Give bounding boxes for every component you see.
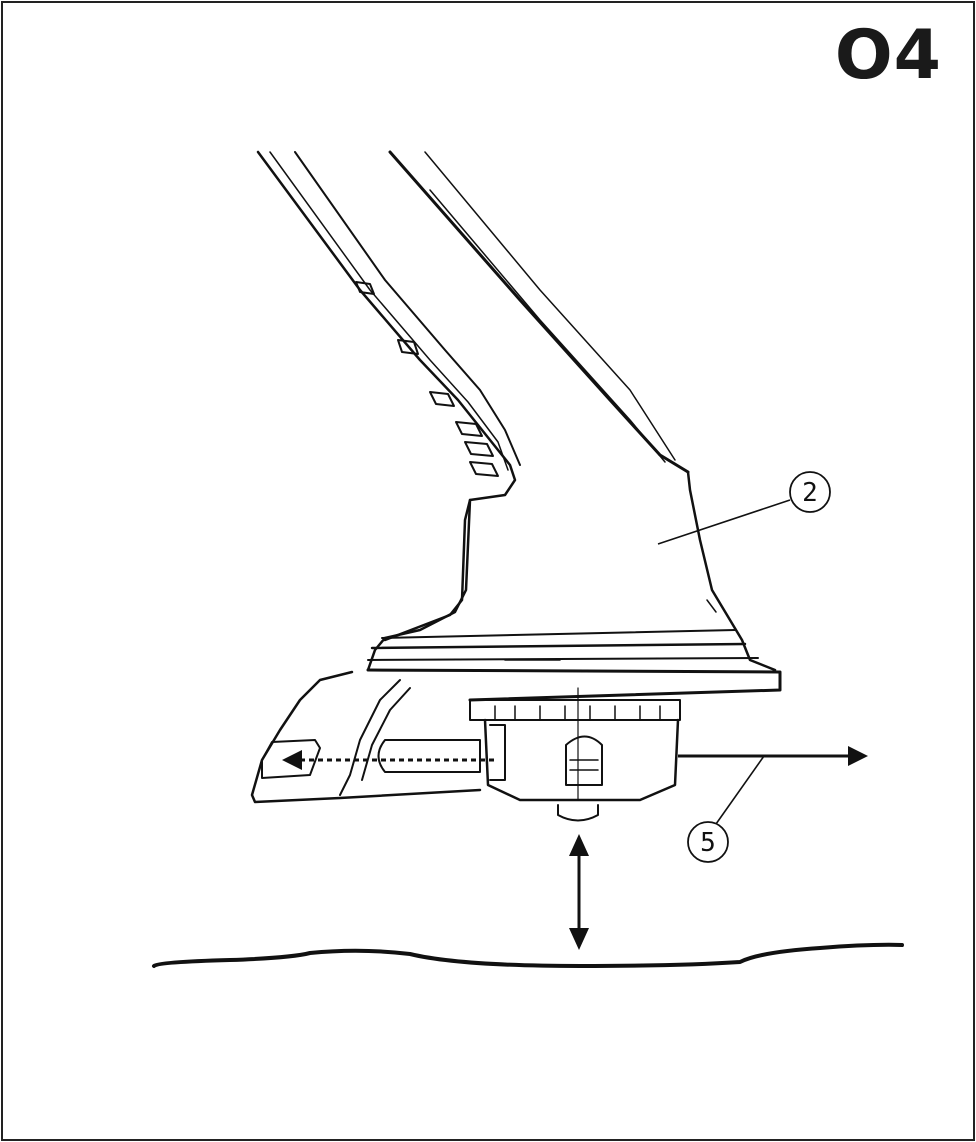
spool-head <box>469 687 681 822</box>
motor-housing <box>366 470 782 702</box>
step-number: O4 <box>834 16 942 95</box>
ground-line <box>152 942 904 968</box>
callout-5: 5 <box>687 821 729 863</box>
arrow-left-dotted-icon <box>282 750 498 770</box>
callout-2: 2 <box>789 471 831 513</box>
leader-line-2 <box>657 499 791 545</box>
callout-2-label: 2 <box>802 478 818 508</box>
callout-5-label: 5 <box>700 828 716 858</box>
shaft-ribs <box>355 281 499 477</box>
safety-guard <box>250 670 482 804</box>
arrow-right-icon <box>678 746 868 766</box>
leader-line-5 <box>715 755 765 825</box>
trimmer-shaft <box>256 150 690 642</box>
double-arrow-vertical-icon <box>569 834 589 950</box>
